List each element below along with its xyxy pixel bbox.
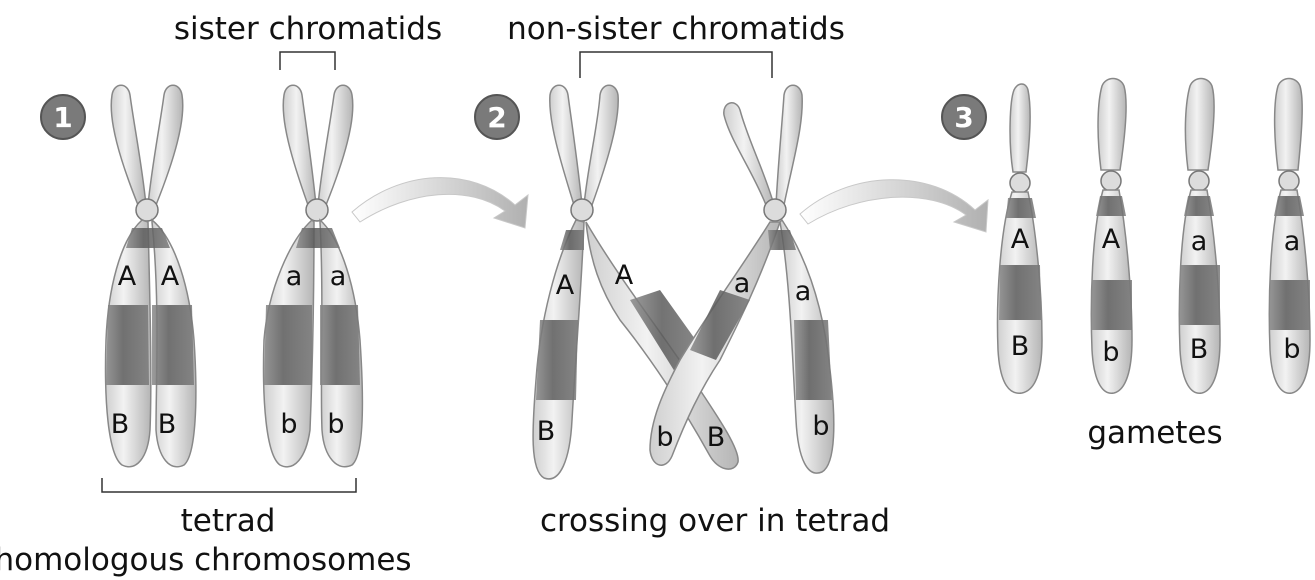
arrow-step1-to-step2 [352,178,528,228]
allele-label: a [330,261,347,292]
allele-label: b [1283,334,1300,365]
chromatid-arm-upper-right [584,85,618,205]
allele-label: b [327,409,344,440]
gamete-upper-arm [1010,84,1030,172]
gamete-upper-arm [1275,79,1303,171]
allele-label: b [280,409,297,440]
allele-label: A [118,261,137,292]
centromere [1010,173,1030,193]
band-top [1096,196,1126,216]
centromere [1189,171,1209,191]
gamete-chromosome: a b [1269,79,1310,394]
chromatid-arm-upper-right [776,85,802,205]
homologous-chromosomes-label: homologous chromosomes [0,542,412,578]
band-right [152,305,194,385]
allele-label: B [537,416,556,447]
allele-label: b [812,411,829,442]
sister-chromatids-bracket [280,52,335,70]
step-1-group: 1 A A B B a a b [0,11,442,578]
band-mid [1270,280,1310,330]
band-mid [1180,265,1220,325]
allele-label: A [556,270,575,301]
step-2-group: 2 non-sister chromatids A A a a B b B [475,11,890,539]
gametes-label: gametes [1087,415,1222,451]
step-1-number: 1 [53,101,72,134]
centromere [1101,171,1121,191]
step-3-group: 3 A B A b a B [942,79,1310,452]
gamete-chromosome: A B [998,84,1042,393]
centromere [764,199,786,221]
allele-label: B [158,409,177,440]
band-top [1274,196,1304,216]
allele-label: B [1011,331,1030,362]
centromere [571,199,593,221]
chromatid-arm-upper-left [724,103,774,205]
gamete-chromosome: a B [1179,79,1220,394]
band-right [320,305,360,385]
centromere [306,199,328,221]
gamete-upper-arm [1098,79,1126,171]
crossing-over-label: crossing over in tetrad [540,503,890,539]
allele-label: A [615,260,634,291]
non-sister-chromatids-bracket [580,52,772,78]
chromatid-arm-upper-left [283,85,316,205]
band-top [1184,196,1214,216]
band-left [264,305,312,385]
band-left [106,305,149,385]
tetrad-bracket [102,478,356,492]
centromere [1279,171,1299,191]
centromere [136,199,158,221]
allele-label: a [795,276,812,307]
step-2-number: 2 [487,101,506,134]
band-mid [1092,280,1132,330]
allele-label: a [1284,226,1301,257]
sister-chromatids-label: sister chromatids [174,11,442,47]
band-right-mid [794,320,832,400]
band-top [1006,198,1036,218]
allele-label: B [1190,334,1209,365]
tetrad-label: tetrad [181,503,276,539]
allele-label: a [734,268,751,299]
chromatid-arm-upper-left [111,85,146,205]
band-crossing-right [690,290,750,360]
chromatid-arm-upper-right [318,85,353,205]
allele-label: A [161,261,180,292]
band-top [296,228,340,248]
band-left-mid [536,320,578,400]
band-right-top [768,230,796,250]
gamete-upper-arm [1185,79,1214,171]
allele-label: a [1191,226,1208,257]
chromosome-pair-AB: A A B B [106,85,196,467]
band-mid [999,265,1041,320]
chromatid-arm-upper-left [550,85,582,205]
allele-label: a [286,261,303,292]
step-3-number: 3 [954,101,973,134]
chromatid-arm-upper-right [148,85,183,205]
chromosome-pair-ab: a a b b [264,85,363,467]
allele-label: b [1102,337,1119,368]
band-top [126,228,170,248]
allele-label: b [656,422,673,453]
arrow-step2-to-step3 [800,180,988,232]
allele-label: A [1011,224,1030,255]
allele-label: B [707,422,726,453]
gamete-chromosome: A b [1091,79,1132,394]
allele-label: A [1102,224,1121,255]
allele-label: B [111,409,130,440]
band-left-top [560,230,584,250]
non-sister-chromatids-label: non-sister chromatids [507,11,845,47]
